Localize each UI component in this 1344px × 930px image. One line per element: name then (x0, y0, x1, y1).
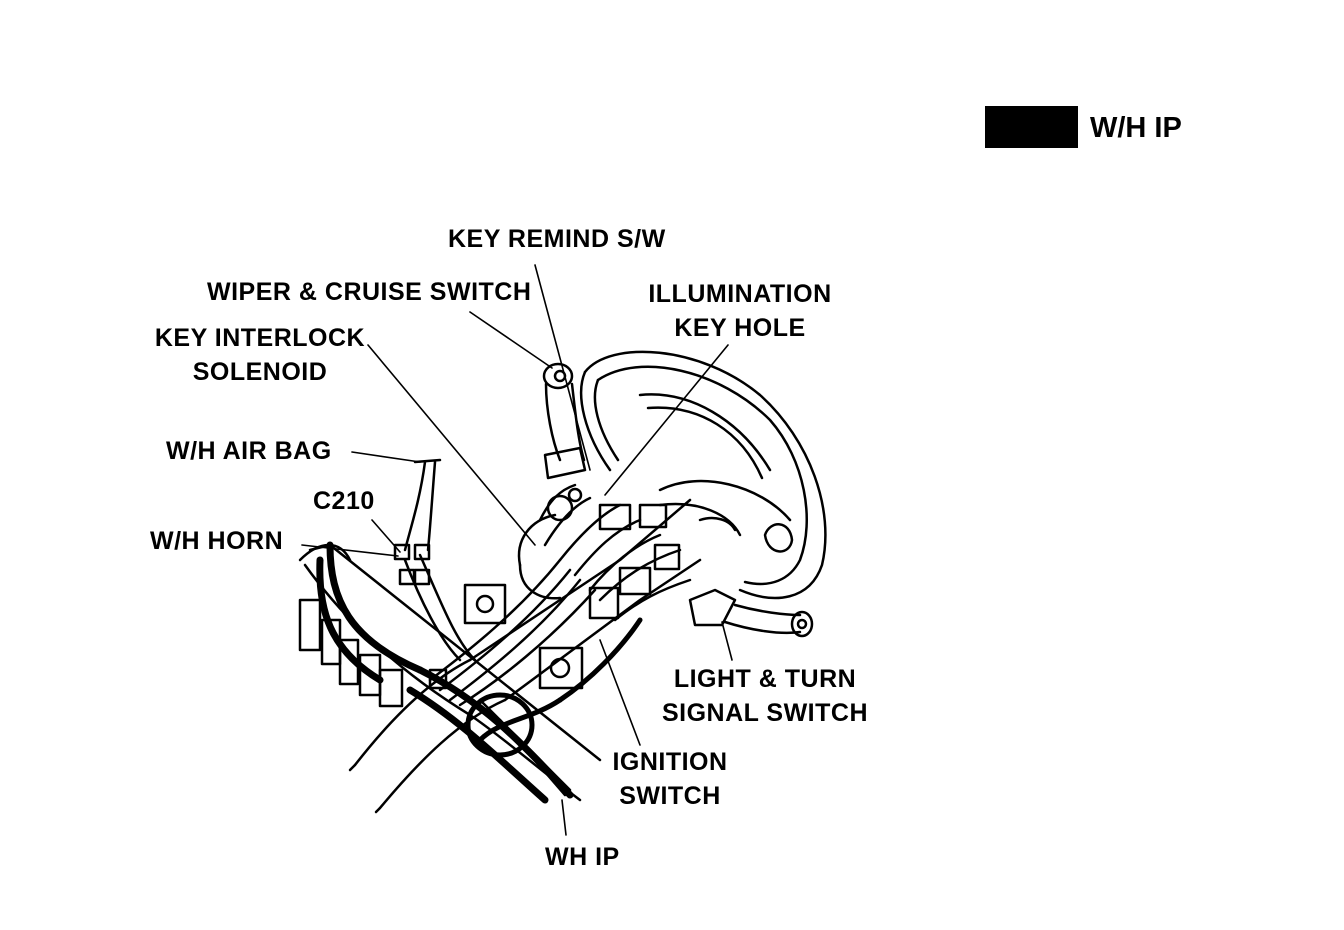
label-illumination-key-hole: ILLUMINATION KEY HOLE (640, 277, 840, 345)
label-key-interlock-solenoid: KEY INTERLOCK SOLENOID (145, 321, 375, 389)
label-ignition-switch: IGNITION SWITCH (600, 745, 740, 813)
leader-wh-horn (301, 544, 399, 557)
leader-wiper-cruise (469, 311, 553, 369)
label-ignition-line2: SWITCH (619, 782, 721, 810)
harness-connectors (298, 543, 602, 802)
label-wh-air-bag: W/H AIR BAG (166, 437, 332, 465)
wiper-cruise-stalk (542, 362, 587, 480)
leader-illumination (604, 344, 729, 496)
leader-key-interlock (367, 344, 536, 546)
section-tag-block (985, 106, 1078, 148)
section-tag-text: W/H IP (1090, 112, 1182, 144)
label-light-turn-line2: SIGNAL SWITCH (661, 699, 869, 727)
leader-key-remind (534, 264, 591, 471)
light-turn-stalk (688, 588, 814, 638)
leader-light-turn (721, 621, 733, 661)
steering-wheel (579, 350, 827, 600)
label-key-interlock-line1: KEY INTERLOCK (154, 324, 366, 352)
label-key-interlock-line2: SOLENOID (192, 358, 328, 386)
leader-ignition (599, 639, 641, 746)
label-c210: C210 (313, 487, 375, 515)
label-illumination-line1: ILLUMINATION (648, 280, 832, 308)
label-illumination-line2: KEY HOLE (674, 314, 806, 342)
label-wh-horn: W/H HORN (150, 527, 284, 555)
column-components (393, 487, 742, 690)
leader-wh-ip (561, 799, 567, 836)
leader-lines (301, 264, 733, 836)
air-bag-harness (403, 458, 442, 552)
label-ignition-line1: IGNITION (612, 748, 728, 776)
label-light-turn-line1: LIGHT & TURN (673, 665, 857, 693)
ignition-switch-cable (465, 617, 643, 758)
label-wh-ip: WH IP (545, 843, 620, 871)
label-key-remind-sw: KEY REMIND S/W (448, 225, 666, 253)
leader-wh-air-bag (351, 451, 421, 463)
label-light-turn-signal-switch: LIGHT & TURN SIGNAL SWITCH (650, 662, 880, 730)
leader-c210 (371, 519, 401, 553)
label-wiper-cruise-switch: WIPER & CRUISE SWITCH (207, 278, 532, 306)
switch-wires (403, 483, 692, 707)
